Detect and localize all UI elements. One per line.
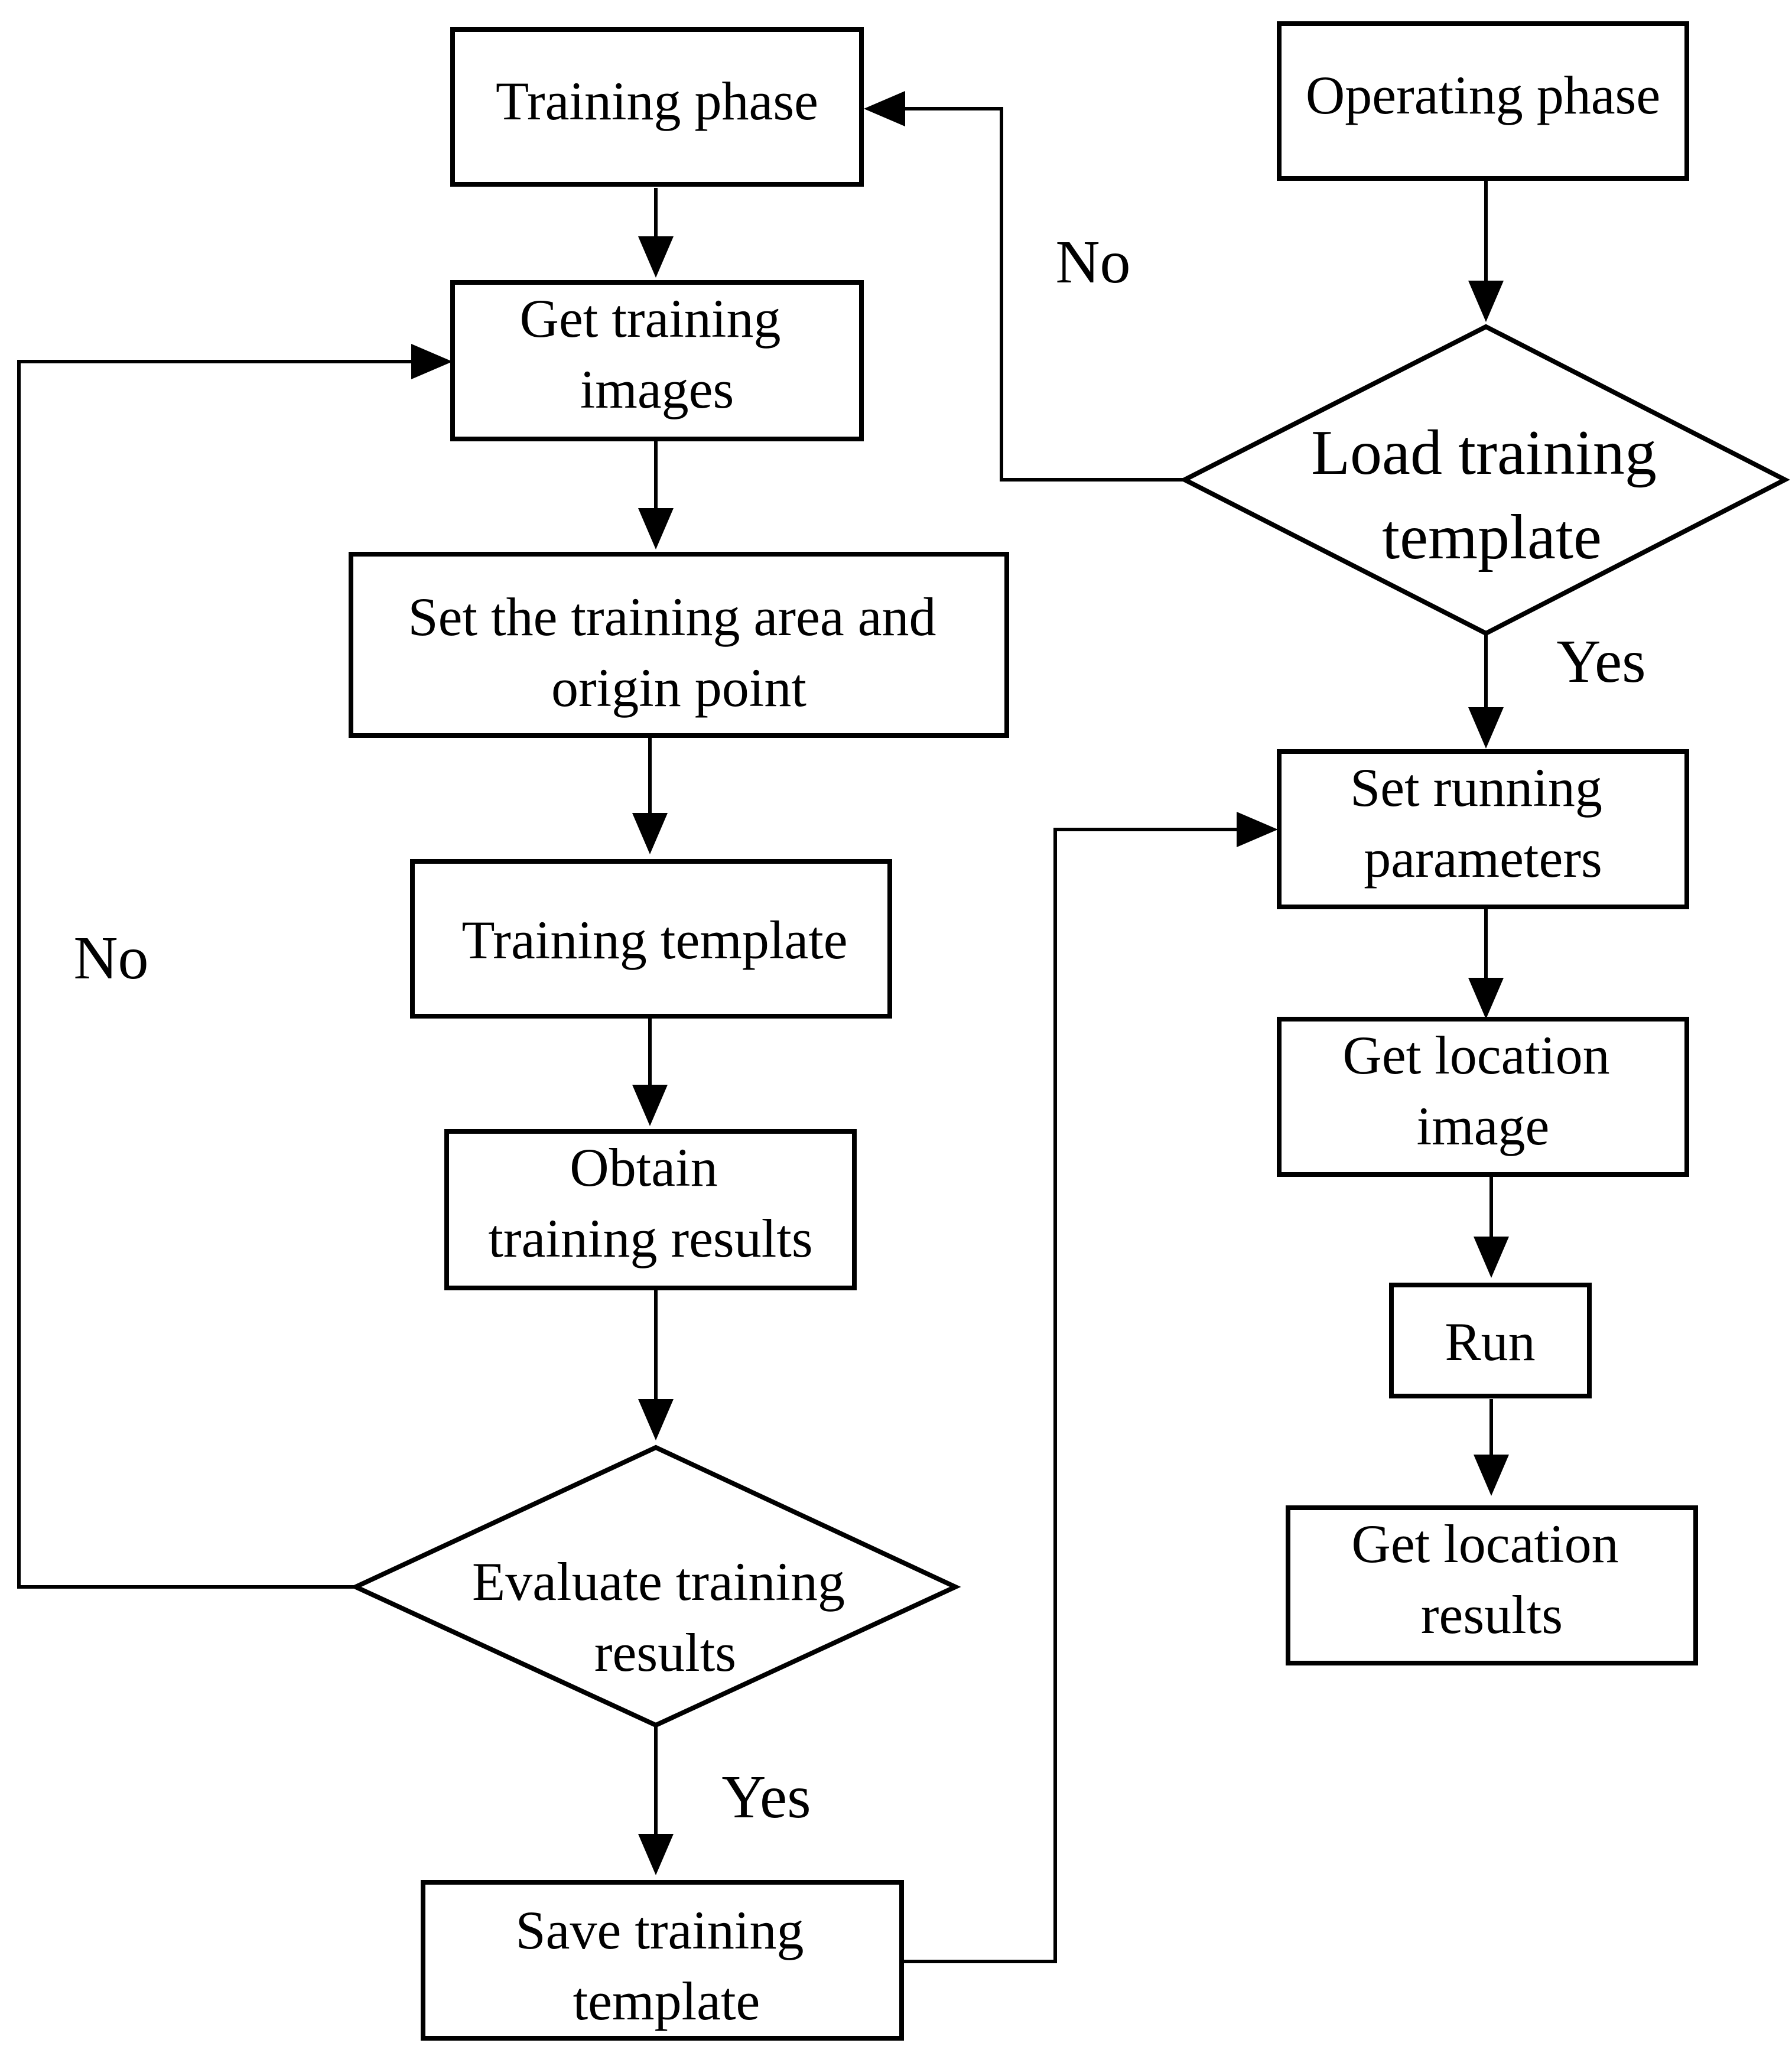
- node-training-phase-label: Training phase: [496, 71, 818, 131]
- node-get-location-image-label: Get location image: [1342, 1025, 1623, 1156]
- node-set-training-area-label: Set the training area and origin point: [408, 587, 949, 718]
- node-save-training-template-label: Save training template: [516, 1900, 818, 2031]
- connector-set-running-to-get-location-image: [1468, 907, 1504, 1019]
- edge-label-load-no: No: [1055, 228, 1130, 296]
- connector-load-yes-to-set-running-parameters: [1468, 633, 1504, 749]
- node-set-running-parameters-label: Set running parameters: [1350, 757, 1616, 889]
- node-run: Run: [1389, 1283, 1592, 1398]
- connector-operating-phase-to-load: [1468, 181, 1504, 322]
- node-run-label: Run: [1445, 1312, 1535, 1372]
- node-save-training-template: Save training template: [421, 1880, 904, 2041]
- node-get-training-images: Get training images: [450, 280, 864, 441]
- node-load-training-template: Load training template: [1179, 324, 1790, 636]
- connector-load-no-to-training-phase: [864, 91, 1185, 482]
- node-training-template: Training template: [410, 859, 892, 1019]
- connector-obtain-results-to-evaluate: [638, 1288, 674, 1440]
- node-obtain-training-results-label: Obtain training results: [488, 1137, 812, 1268]
- node-training-phase: Training phase: [450, 27, 864, 187]
- node-get-training-images-label: Get training images: [520, 288, 795, 419]
- connector-set-area-to-training-template: [632, 737, 668, 854]
- connector-get-images-to-set-area: [638, 441, 674, 549]
- node-operating-phase-label: Operating phase: [1306, 65, 1660, 125]
- node-training-template-label: Training template: [461, 910, 847, 970]
- node-set-running-parameters: Set running parameters: [1277, 749, 1689, 909]
- node-get-location-image: Get location image: [1277, 1017, 1689, 1177]
- node-evaluate-training-results-label: Evaluate training results: [472, 1551, 858, 1683]
- node-operating-phase: Operating phase: [1277, 21, 1689, 181]
- node-set-training-area: Set the training area and origin point: [349, 552, 1009, 738]
- edge-label-evaluate-no: No: [73, 924, 148, 992]
- connector-run-to-get-location-results: [1474, 1399, 1509, 1496]
- connector-evaluate-no-loop-to-get-images: [17, 344, 453, 1589]
- node-get-location-results: Get location results: [1286, 1505, 1698, 1665]
- connector-evaluate-yes-to-save: [638, 1725, 674, 1875]
- connector-save-to-set-running-parameters: [904, 812, 1278, 1963]
- connector-training-phase-to-get-images: [638, 188, 674, 278]
- connector-get-location-image-to-run: [1474, 1175, 1509, 1278]
- edge-label-load-yes: Yes: [1556, 627, 1645, 695]
- node-evaluate-training-results: Evaluate training results: [350, 1445, 961, 1728]
- edge-label-evaluate-yes: Yes: [721, 1763, 811, 1831]
- node-get-location-results-label: Get location results: [1351, 1514, 1632, 1645]
- connector-training-template-to-obtain-results: [632, 1016, 668, 1126]
- node-load-training-template-label: Load training template: [1311, 418, 1673, 572]
- node-obtain-training-results: Obtain training results: [444, 1129, 857, 1290]
